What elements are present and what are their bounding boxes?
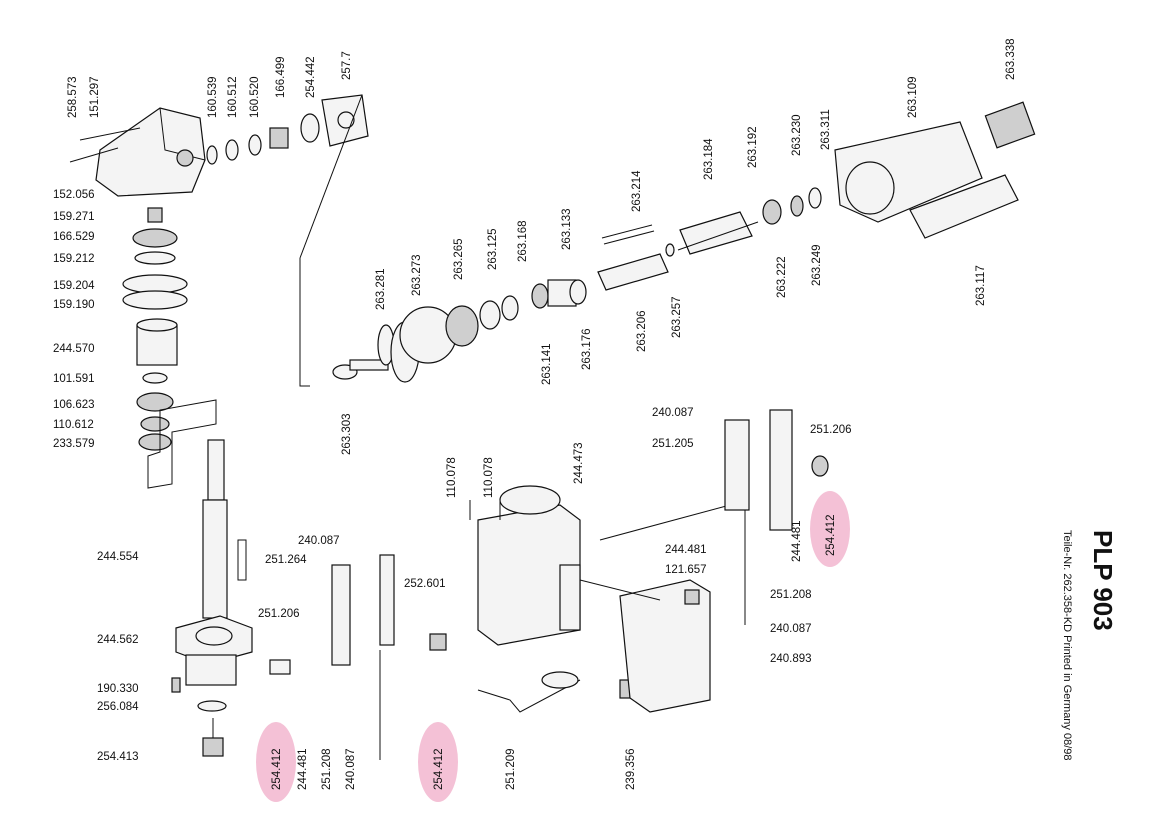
part-label: 159.204	[53, 280, 95, 292]
part-label: 159.212	[53, 253, 95, 265]
part-label: 263.249	[811, 244, 823, 286]
part-label: 263.184	[703, 138, 715, 180]
part-label: 254.412	[825, 514, 837, 556]
part-label: 263.273	[411, 254, 423, 296]
part-label: 263.168	[517, 220, 529, 262]
part-label: 263.192	[747, 126, 759, 168]
motor-assembly-drawing	[299, 94, 1036, 387]
part-label: 263.338	[1005, 38, 1017, 80]
part-label: 263.125	[487, 228, 499, 270]
part-label: 252.601	[404, 578, 446, 590]
part-label: 263.281	[375, 268, 387, 310]
part-label: 106.623	[53, 399, 95, 411]
part-label: 251.264	[265, 554, 307, 566]
part-label: 110.612	[53, 419, 94, 431]
part-label: 160.539	[207, 76, 219, 118]
part-label: 263.311	[820, 109, 832, 150]
left-assembly-drawing	[69, 94, 369, 757]
part-label: 240.087	[770, 623, 812, 635]
model-title: PLP 903	[1088, 530, 1118, 631]
part-label: 263.222	[776, 256, 788, 298]
part-label: 190.330	[97, 683, 139, 695]
part-label: 251.208	[321, 748, 333, 790]
part-label: 240.087	[298, 535, 340, 547]
part-label: 160.520	[249, 76, 261, 118]
part-label: 239.356	[625, 748, 637, 790]
part-label: 263.230	[791, 114, 803, 156]
part-label: 151.297	[89, 76, 101, 118]
part-label: 110.078	[483, 457, 495, 498]
part-label: 256.084	[97, 701, 139, 713]
part-label: 244.481	[297, 748, 309, 790]
part-label: 244.562	[97, 634, 139, 646]
highlight-254412-right	[810, 491, 850, 567]
part-label: 263.176	[581, 328, 593, 370]
part-label: 160.512	[227, 76, 239, 118]
part-label: 263.109	[907, 76, 919, 118]
part-label: 263.133	[561, 208, 573, 250]
part-label: 244.481	[665, 544, 707, 556]
part-label: 159.190	[53, 299, 95, 311]
part-label: 263.141	[541, 343, 553, 385]
part-label: 251.208	[770, 589, 812, 601]
part-label: 254.412	[433, 748, 445, 790]
part-label: 251.209	[505, 748, 517, 790]
part-label: 244.570	[53, 343, 95, 355]
part-label: 263.257	[671, 296, 683, 338]
highlight-254412-center	[418, 722, 458, 802]
part-label: 101.591	[53, 373, 95, 385]
part-label: 251.206	[810, 424, 852, 436]
part-label: 121.657	[665, 564, 707, 576]
part-label: 263.214	[631, 170, 643, 212]
lower-assembly-drawing	[269, 409, 829, 760]
part-label: 240.087	[652, 407, 694, 419]
part-label: 258.573	[67, 76, 79, 118]
part-label: 152.056	[53, 189, 95, 201]
part-label: 254.442	[305, 56, 317, 98]
part-label: 166.529	[53, 231, 95, 243]
part-label: 240.087	[345, 748, 357, 790]
part-label: 159.271	[53, 211, 95, 223]
part-labels: 258.573 151.297 160.539 160.512 160.520 …	[53, 38, 1017, 790]
highlight-254412-left	[256, 722, 296, 802]
part-label: 254.412	[271, 748, 283, 790]
part-label: 263.303	[341, 413, 353, 455]
part-label: 110.078	[446, 457, 458, 498]
part-label: 244.554	[97, 551, 139, 563]
part-label: 263.117	[975, 265, 987, 306]
part-label: 263.206	[636, 310, 648, 352]
part-label: 244.481	[791, 520, 803, 562]
part-label: 251.205	[652, 438, 694, 450]
part-label: 233.579	[53, 438, 95, 450]
part-label: 251.206	[258, 608, 300, 620]
part-number-footnote: Teile-Nr. 262.358-KD Printed in Germany …	[1061, 530, 1073, 761]
part-label: 244.473	[573, 442, 585, 484]
part-label: 263.265	[453, 238, 465, 280]
part-label: 257.7	[341, 51, 353, 80]
part-label: 254.413	[97, 751, 139, 763]
part-label: 240.893	[770, 653, 812, 665]
part-label: 166.499	[275, 56, 287, 98]
